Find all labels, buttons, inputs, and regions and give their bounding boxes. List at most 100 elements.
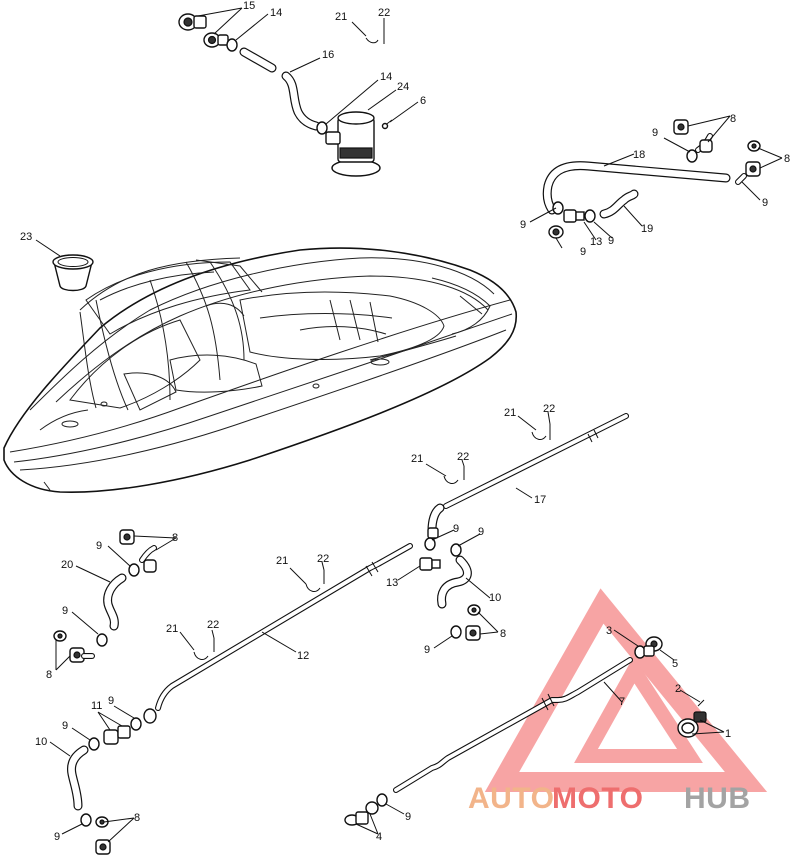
callout-8-ll: 8 [134, 812, 140, 824]
callout-21-mid-a: 21 [504, 407, 516, 419]
callout-4: 4 [376, 831, 382, 843]
callout-21-mid-b: 21 [411, 453, 423, 465]
hose-10-left [67, 745, 89, 811]
fitting-8-ur-d [745, 161, 761, 177]
drain-plug-1 [677, 711, 707, 738]
clamp-9-ur-b [552, 201, 564, 215]
callout-13-ur: 13 [590, 236, 602, 248]
tube-7 [393, 657, 633, 793]
cup-holder-23: 23 [20, 231, 94, 292]
callout-9-ur-e: 9 [608, 235, 614, 247]
connector-11 [103, 708, 157, 745]
hose-short [239, 47, 277, 73]
callout-22-mid-a: 22 [543, 403, 555, 415]
elbow-ur-e [735, 173, 747, 185]
callout-13-mid: 13 [386, 577, 398, 589]
watermark-auto: AUTO [468, 782, 554, 815]
boat-hull [3, 247, 517, 494]
callout-11: 11 [91, 700, 102, 712]
callout-16: 16 [322, 49, 334, 61]
clamp-14b [316, 121, 328, 135]
fitting-8-ll-a [95, 816, 109, 828]
callout-8-ur-a: 8 [730, 113, 736, 125]
fitting-ur-center [563, 209, 596, 223]
clamp-9-lr [376, 793, 388, 807]
tube-17 [443, 413, 629, 509]
callout-9-ll-b: 9 [62, 720, 68, 732]
callout-9-ll-c: 9 [54, 831, 60, 843]
callout-8-left-a: 8 [172, 532, 178, 544]
watermark-inner-triangle [574, 656, 703, 763]
callout-22-12b: 22 [207, 619, 219, 631]
bilge-pump-24 [325, 111, 381, 177]
callout-14-top: 14 [270, 7, 282, 19]
watermark-logo [484, 588, 768, 792]
hose-16 [281, 71, 321, 131]
clamp-9-mid-a [424, 537, 436, 551]
callout-1: 1 [725, 728, 731, 740]
clip-21-mid-b [443, 475, 459, 484]
callout-10-left: 10 [35, 736, 47, 748]
hose-10-mid [437, 555, 472, 609]
callout-21-top: 21 [335, 11, 347, 23]
fitting-8-mid-a [467, 604, 481, 616]
callout-19: 19 [641, 223, 653, 235]
upper-right-hoses: 8 8 9 18 9 9 9 13 9 19 [520, 113, 790, 258]
tube-12 [155, 543, 413, 711]
fitting-8-left-a [119, 529, 135, 545]
clamp-9-left-a [128, 563, 140, 577]
callout-22-top: 22 [378, 7, 390, 19]
callout-24: 24 [397, 81, 409, 93]
hose-18 [542, 161, 731, 215]
watermark-moto: MOTO [552, 782, 643, 815]
callout-20: 20 [61, 559, 73, 571]
fitting-13-mid [419, 557, 441, 571]
screw-2 [697, 699, 705, 707]
clamp-9-mid-b [450, 543, 462, 557]
clip-21-12a [305, 583, 321, 592]
clamp-9-ur-c [548, 225, 564, 239]
fitting-8-ll-b [95, 839, 111, 855]
clamp-14a [226, 38, 238, 52]
callout-9-ur-a: 9 [652, 127, 658, 139]
fitting-15b [203, 32, 229, 48]
callout-23: 23 [20, 231, 32, 243]
callout-18: 18 [633, 149, 645, 161]
fitting-8-left-d [69, 647, 95, 663]
hose-19 [599, 189, 639, 219]
callout-15: 15 [243, 0, 255, 12]
hose-20 [103, 573, 127, 631]
callout-21-12a: 21 [276, 555, 288, 567]
callout-5: 5 [672, 658, 678, 670]
fitting-8-ur-c [747, 140, 761, 152]
callout-9-left-b: 9 [62, 605, 68, 617]
callout-12: 12 [297, 650, 309, 662]
fitting-8-mid-b [465, 625, 481, 641]
callout-9-mid-b: 9 [478, 526, 484, 538]
callout-2: 2 [675, 683, 681, 695]
clamp-9-left-b [96, 633, 108, 647]
callout-14-mid: 14 [380, 71, 392, 83]
pump-assembly: 15 14 16 14 24 6 21 22 [178, 0, 426, 177]
callout-6: 6 [420, 95, 426, 107]
elbow-17 [427, 503, 445, 539]
callout-9-ll-a: 9 [108, 695, 114, 707]
callout-10-mid: 10 [489, 592, 501, 604]
callout-17: 17 [534, 494, 546, 506]
clamp-9-ur [686, 149, 698, 163]
callout-8-mid: 8 [500, 628, 506, 640]
callout-22-mid-b: 22 [457, 451, 469, 463]
callout-21-12b: 21 [166, 623, 178, 635]
fitting-5 [643, 636, 663, 657]
fitting-8-left-c [53, 630, 67, 642]
callout-9-ur-c: 9 [520, 219, 526, 231]
clip-21-12b [193, 651, 209, 660]
elbow-8-ur-b [695, 133, 713, 153]
elbow-8-left-b [139, 545, 157, 573]
watermark-text: AUTO MOTO HUB [468, 782, 750, 815]
clip-21-mid-a [531, 431, 547, 440]
callout-9-left-a: 9 [96, 540, 102, 552]
callout-9-mid-a: 9 [453, 523, 459, 535]
callout-9-lr: 9 [405, 811, 411, 823]
